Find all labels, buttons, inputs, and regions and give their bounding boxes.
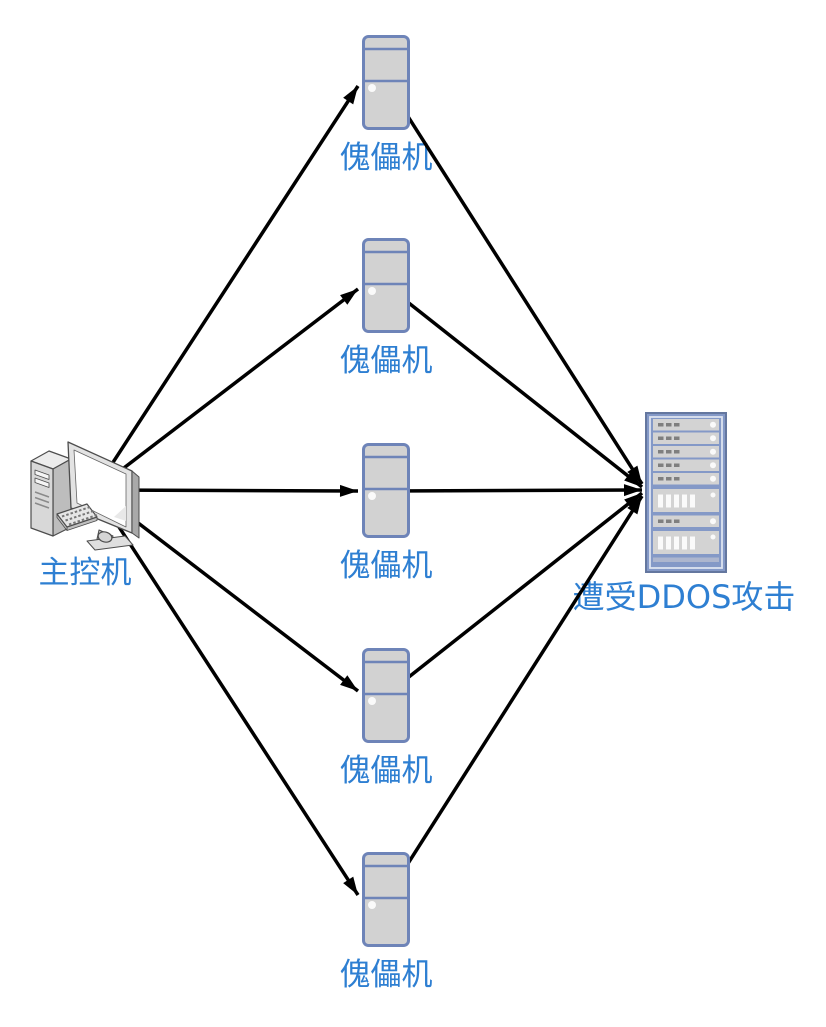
edge-puppet-1-target	[384, 81, 644, 485]
server-rack-icon	[645, 412, 727, 573]
server-tower-icon	[362, 852, 410, 947]
edges-puppets-to-target	[384, 81, 644, 899]
server-tower-icon	[362, 443, 410, 538]
puppet-node-3	[362, 443, 410, 538]
puppet-node-2	[362, 238, 410, 333]
server-tower-icon	[362, 648, 410, 743]
server-tower-icon	[362, 238, 410, 333]
target-node	[645, 412, 727, 573]
edge-puppet-2-target	[384, 283, 644, 489]
puppet-label-2: 傀儡机	[340, 343, 433, 379]
master-node	[30, 441, 140, 551]
server-tower-icon	[362, 35, 410, 130]
puppet-node-1	[362, 35, 410, 130]
puppet-label-4: 傀儡机	[340, 753, 433, 789]
master-label: 主控机	[39, 555, 132, 591]
edge-puppet-4-target	[384, 491, 644, 697]
target-label: 遭受DDOS攻击	[573, 578, 796, 616]
puppet-node-5	[362, 852, 410, 947]
edge-puppet-3-target	[385, 484, 643, 497]
edge-puppet-5-target	[384, 495, 644, 899]
edge-master-puppet-1	[93, 85, 360, 491]
desktop-computer-icon	[30, 441, 140, 551]
edge-master-puppet-2	[93, 287, 360, 492]
puppet-label-1: 傀儡机	[340, 140, 433, 176]
puppet-node-4	[362, 648, 410, 743]
puppet-label-3: 傀儡机	[340, 548, 433, 584]
edge-master-puppet-5	[93, 489, 360, 896]
puppet-label-5: 傀儡机	[340, 957, 433, 993]
